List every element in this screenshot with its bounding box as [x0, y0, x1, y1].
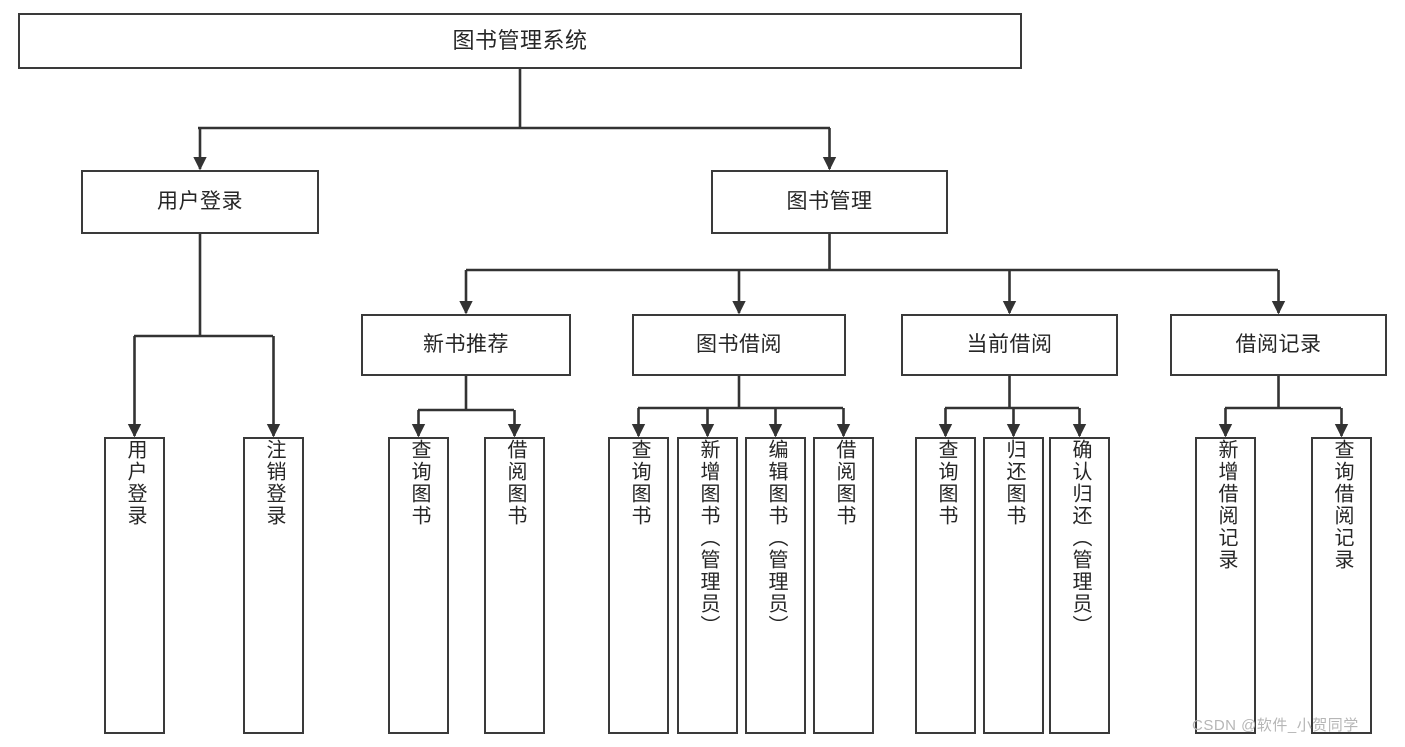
node-current-borrow[interactable]: 当前借阅 [901, 314, 1118, 376]
node-leaf-edit-book[interactable]: 编辑图书（管理员） [745, 437, 806, 734]
node-label: 查询借阅记录 [1331, 439, 1353, 571]
node-label: 用户登录 [157, 190, 243, 214]
node-label: 归还图书 [1003, 439, 1025, 527]
node-leaf-query-record[interactable]: 查询借阅记录 [1311, 437, 1372, 734]
node-label: 新书推荐 [423, 333, 509, 357]
node-label: 新增借阅记录 [1215, 439, 1237, 571]
node-leaf-query-book-3[interactable]: 查询图书 [915, 437, 976, 734]
node-label: 查询图书 [935, 439, 957, 527]
node-label: 当前借阅 [966, 333, 1053, 357]
node-label: 查询图书 [408, 439, 430, 527]
node-leaf-confirm-return[interactable]: 确认归还（管理员） [1049, 437, 1110, 734]
node-root[interactable]: 图书管理系统 [18, 13, 1022, 69]
node-leaf-borrow-book-2[interactable]: 借阅图书 [813, 437, 874, 734]
node-label: 借阅图书 [504, 439, 526, 527]
node-label: 用户登录 [124, 439, 146, 527]
node-label: 图书借阅 [696, 333, 782, 357]
node-label: 借阅记录 [1235, 333, 1322, 357]
node-new-book-recommend[interactable]: 新书推荐 [361, 314, 571, 376]
node-label: 图书管理系统 [452, 27, 588, 53]
node-borrow-record[interactable]: 借阅记录 [1170, 314, 1387, 376]
node-leaf-return-book[interactable]: 归还图书 [983, 437, 1044, 734]
node-label: 图书管理 [786, 190, 873, 214]
node-leaf-query-book-2[interactable]: 查询图书 [608, 437, 669, 734]
node-label: 注销登录 [263, 439, 285, 527]
node-leaf-borrow-book-1[interactable]: 借阅图书 [484, 437, 545, 734]
node-label: 查询图书 [628, 439, 650, 527]
node-user-login[interactable]: 用户登录 [81, 170, 319, 234]
node-leaf-logout[interactable]: 注销登录 [243, 437, 304, 734]
node-label: 新增图书（管理员） [697, 439, 719, 637]
node-leaf-add-record[interactable]: 新增借阅记录 [1195, 437, 1256, 734]
node-book-borrow[interactable]: 图书借阅 [632, 314, 846, 376]
node-leaf-user-login[interactable]: 用户登录 [104, 437, 165, 734]
node-leaf-add-book[interactable]: 新增图书（管理员） [677, 437, 738, 734]
node-label: 借阅图书 [833, 439, 855, 527]
node-book-manage[interactable]: 图书管理 [711, 170, 948, 234]
node-label: 确认归还（管理员） [1069, 439, 1091, 637]
node-label: 编辑图书（管理员） [765, 439, 787, 637]
node-leaf-query-book-1[interactable]: 查询图书 [388, 437, 449, 734]
csdn-watermark: CSDN @软件_小贺同学 [1192, 717, 1359, 734]
